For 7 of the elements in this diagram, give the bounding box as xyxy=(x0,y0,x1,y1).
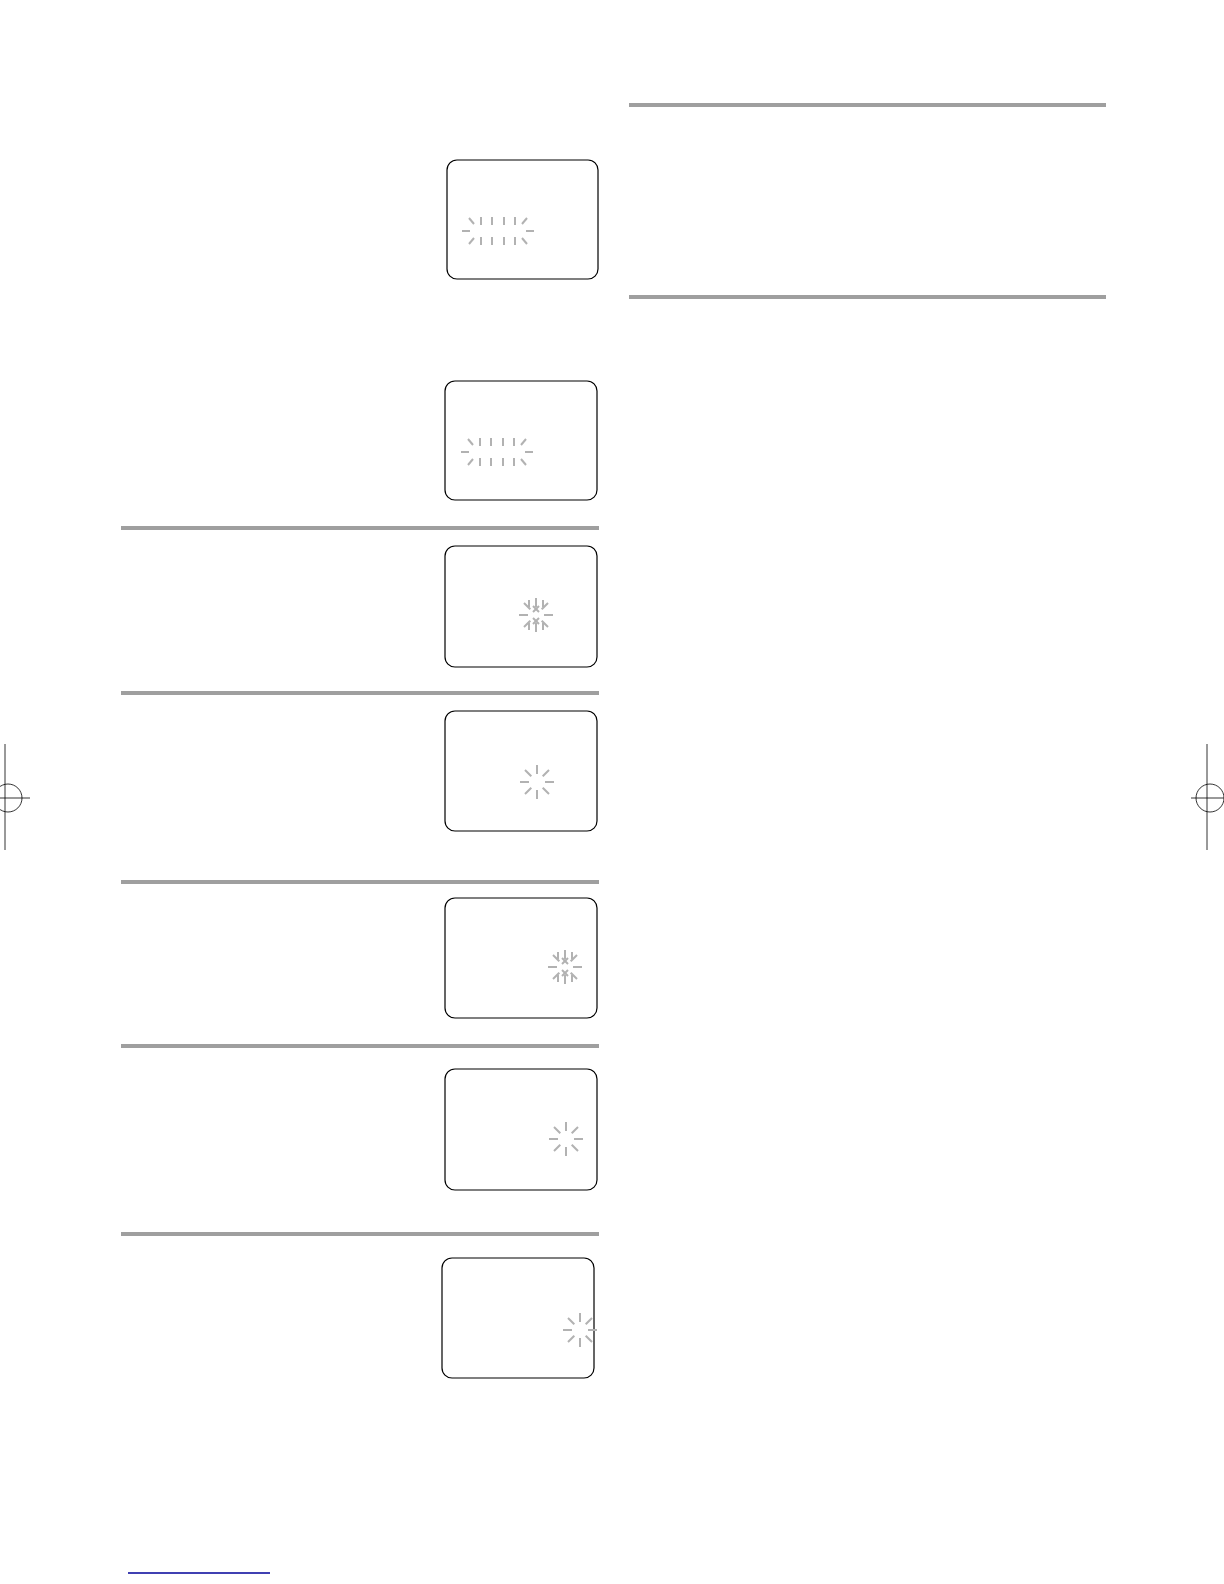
screen-box xyxy=(444,1068,598,1191)
screen-box xyxy=(444,380,598,501)
screen-box xyxy=(441,1257,595,1379)
screen-box xyxy=(444,897,598,1019)
screen-box xyxy=(444,545,598,668)
screen-box xyxy=(444,710,598,832)
screen-box xyxy=(446,159,599,280)
